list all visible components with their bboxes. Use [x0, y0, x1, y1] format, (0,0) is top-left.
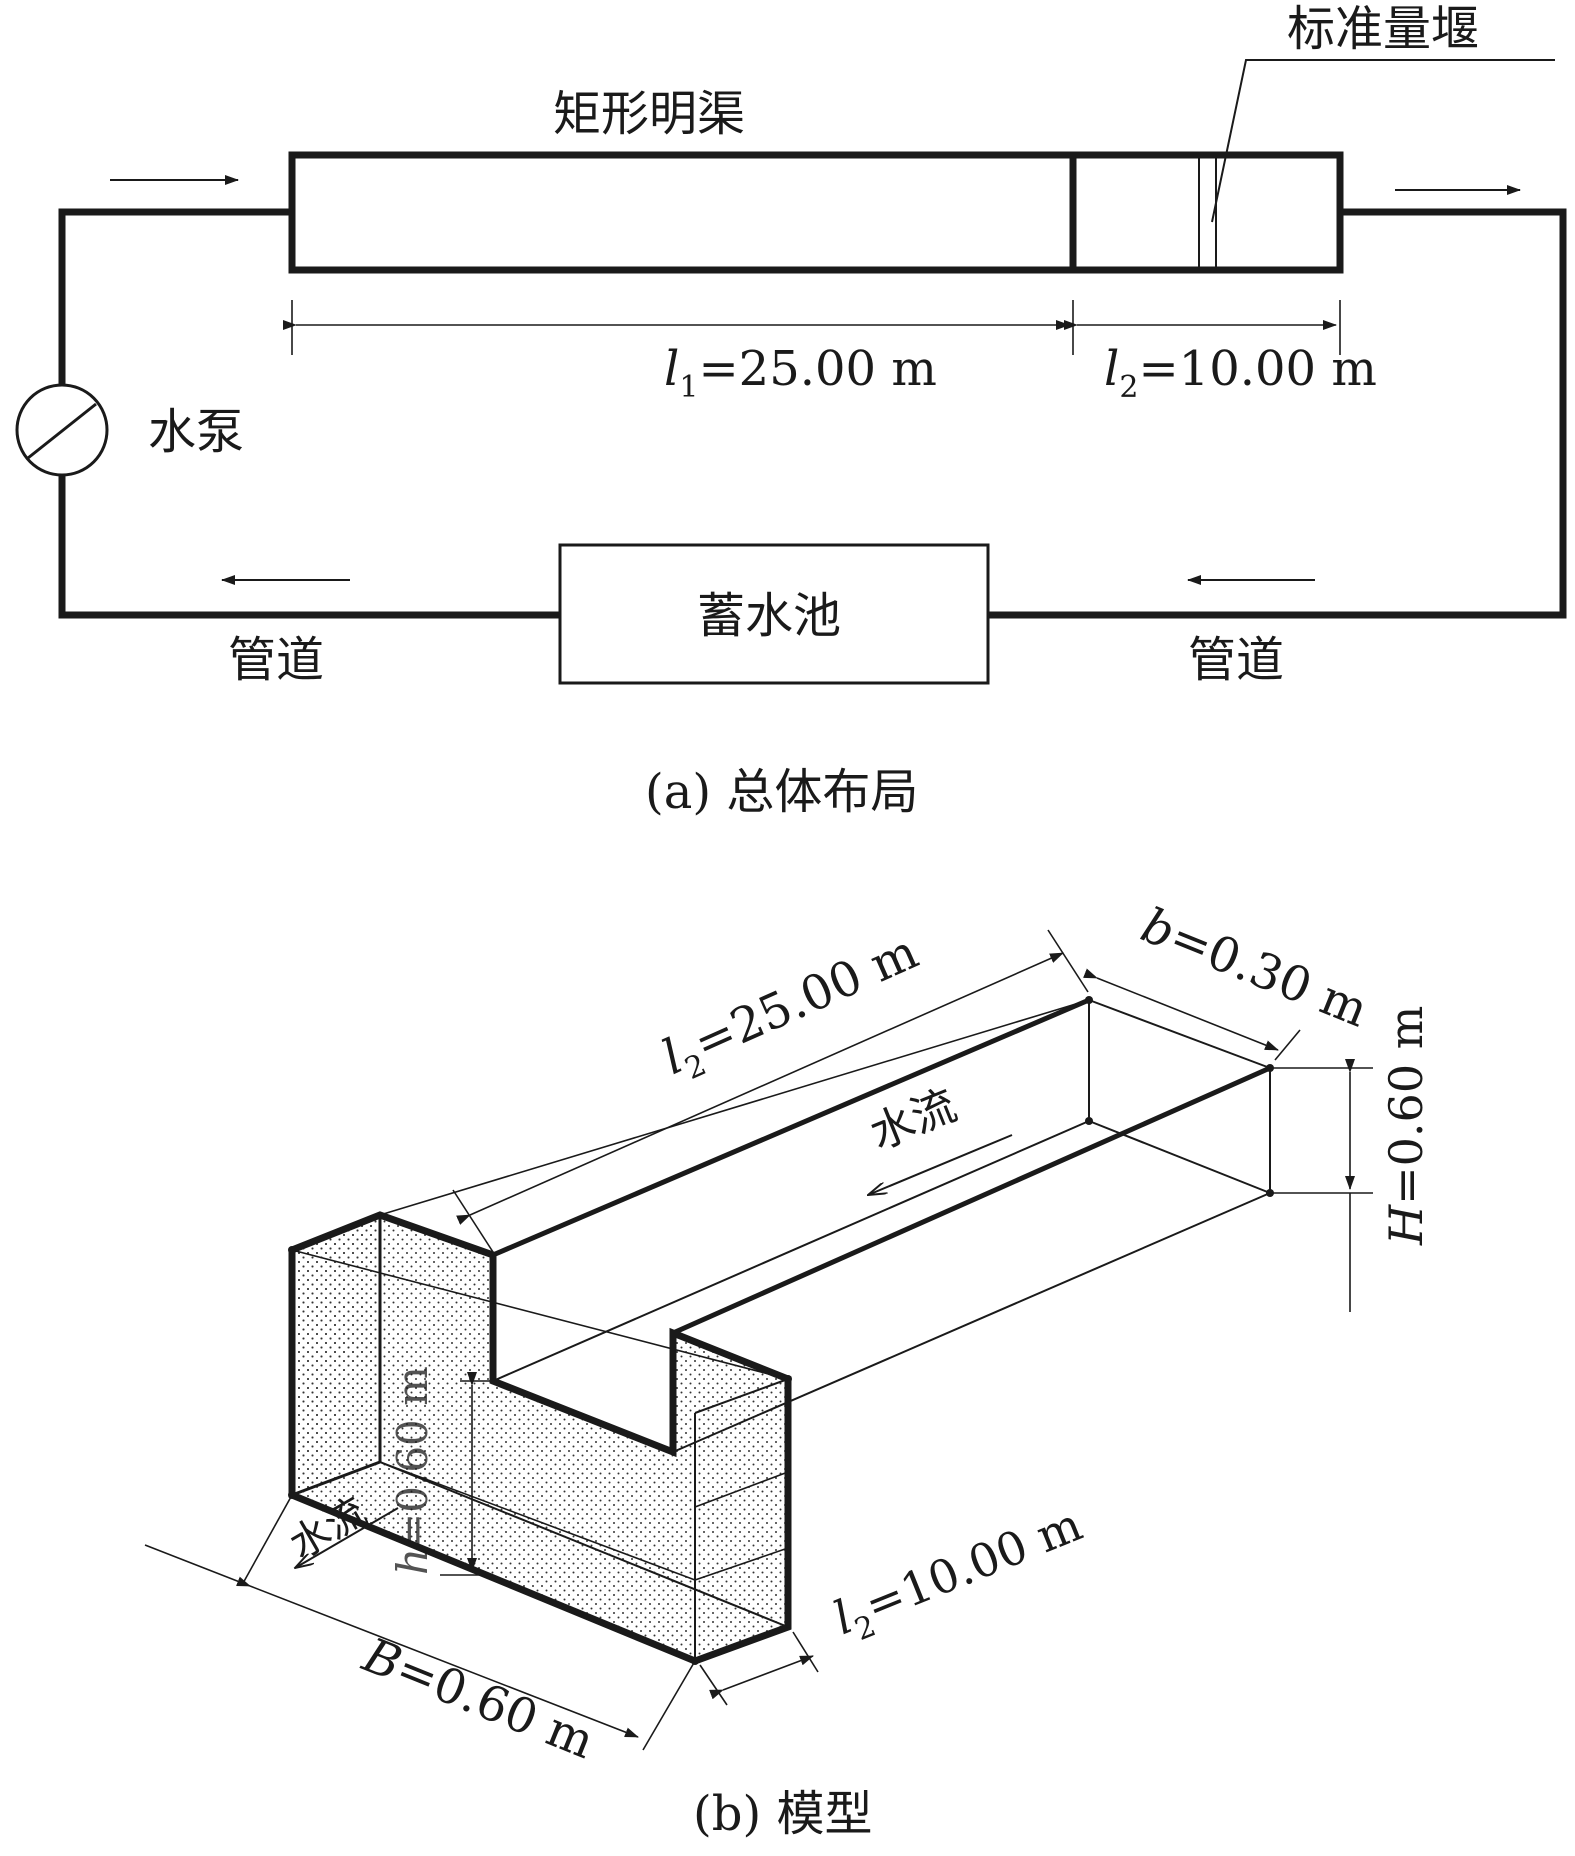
pipe-label-left: 管道: [228, 632, 324, 688]
dim-l-top-ext-2: [1047, 929, 1089, 993]
weir-label: 标准量堰: [1287, 1, 1479, 57]
channel-top-edge-left: [492, 997, 1090, 1258]
channel-floor-edge-2: [672, 1192, 1271, 1453]
dim-B-ext-1: [241, 1494, 293, 1586]
B-dimension-label: B=0.60 m: [355, 1627, 602, 1770]
l2-subscript: 2: [1119, 370, 1138, 405]
channel-label: 矩形明渠: [553, 86, 745, 142]
channel-back-bottom-edge: [1088, 1120, 1271, 1194]
l2-var: l: [1104, 341, 1119, 397]
h-value: =0.60 m: [388, 1366, 437, 1548]
caption-a: (a) 总体布局: [645, 764, 918, 820]
caption-b: (b) 模型: [693, 1786, 872, 1842]
dim-l-bottom-ext-1: [699, 1664, 728, 1706]
panel-b-model: b=0.30 m l2=25.00 m H=0.60 m 水流 水流 h=0.6…: [144, 897, 1433, 1842]
dimension-l-bottom: [709, 1655, 814, 1700]
l1-dimension-label: l1=25.00 m: [664, 341, 937, 405]
dim-l-bottom-ext-2: [792, 1631, 819, 1673]
panel-a-layout: 标准量堰 矩形明渠 水泵 蓄水池 管道 管道 l1=25.00 m l2=10.…: [15, 1, 1567, 820]
rectangular-channel: [288, 151, 1344, 274]
end-section-inner-mid-2: [694, 1547, 789, 1581]
end-section-base-edge: [291, 1460, 381, 1497]
dimension-B: [236, 1576, 639, 1738]
h-dimension-label: h=0.60 m: [388, 1366, 437, 1575]
end-section-inner-horizontal: [379, 1461, 696, 1581]
dim-B-guide: [144, 1544, 251, 1587]
l-top-dimension-label: l2=25.00 m: [654, 924, 929, 1093]
channel-floor-edge-1: [492, 1120, 1090, 1382]
l1-subscript: 1: [679, 370, 698, 405]
reservoir: [558, 543, 990, 685]
H-dimension-label: H=0.60 m: [1379, 1006, 1433, 1246]
pipe-label-right: 管道: [1188, 632, 1284, 688]
model-flow-arrow-bottom: [295, 1507, 399, 1568]
end-section-base-edge-2: [379, 1461, 789, 1628]
b-value: =0.30 m: [1162, 909, 1376, 1039]
b-dimension-label: b=0.30 m: [1134, 897, 1376, 1038]
H-var: H: [1379, 1204, 1433, 1246]
l2-value: =10.00 m: [1138, 341, 1376, 397]
pump-label: 水泵: [148, 404, 244, 460]
B-value: =0.60 m: [388, 1640, 602, 1770]
pump-symbol-slash: [27, 402, 97, 460]
dim-B-ext-2: [642, 1660, 696, 1751]
dimension-l-top: [456, 952, 1064, 1225]
end-section-inner-mid-1: [694, 1471, 789, 1508]
channel-inner-line: [291, 1249, 789, 1380]
end-section-face-front: [292, 1215, 788, 1661]
dimension-b: [1083, 968, 1279, 1051]
l2-dimension-label: l2=10.00 m: [1104, 341, 1377, 405]
l-bottom-dimension-label: l2=10.00 m: [826, 1497, 1093, 1654]
l1-var: l: [664, 341, 679, 397]
l1-value: =25.00 m: [698, 341, 936, 397]
h-var: h: [388, 1548, 437, 1575]
H-value: =0.60 m: [1379, 1006, 1433, 1205]
end-section-inner-top: [694, 1378, 789, 1414]
weir-leader-line: [1211, 59, 1555, 223]
channel-top-edge-right: [671, 1065, 1272, 1336]
l-top-value: =25.00 m: [686, 924, 927, 1072]
dim-b-ext: [1274, 1029, 1301, 1061]
l-bottom-value: =10.00 m: [857, 1497, 1089, 1633]
reservoir-label: 蓄水池: [697, 588, 841, 644]
outlet-pipe: [988, 208, 1567, 619]
